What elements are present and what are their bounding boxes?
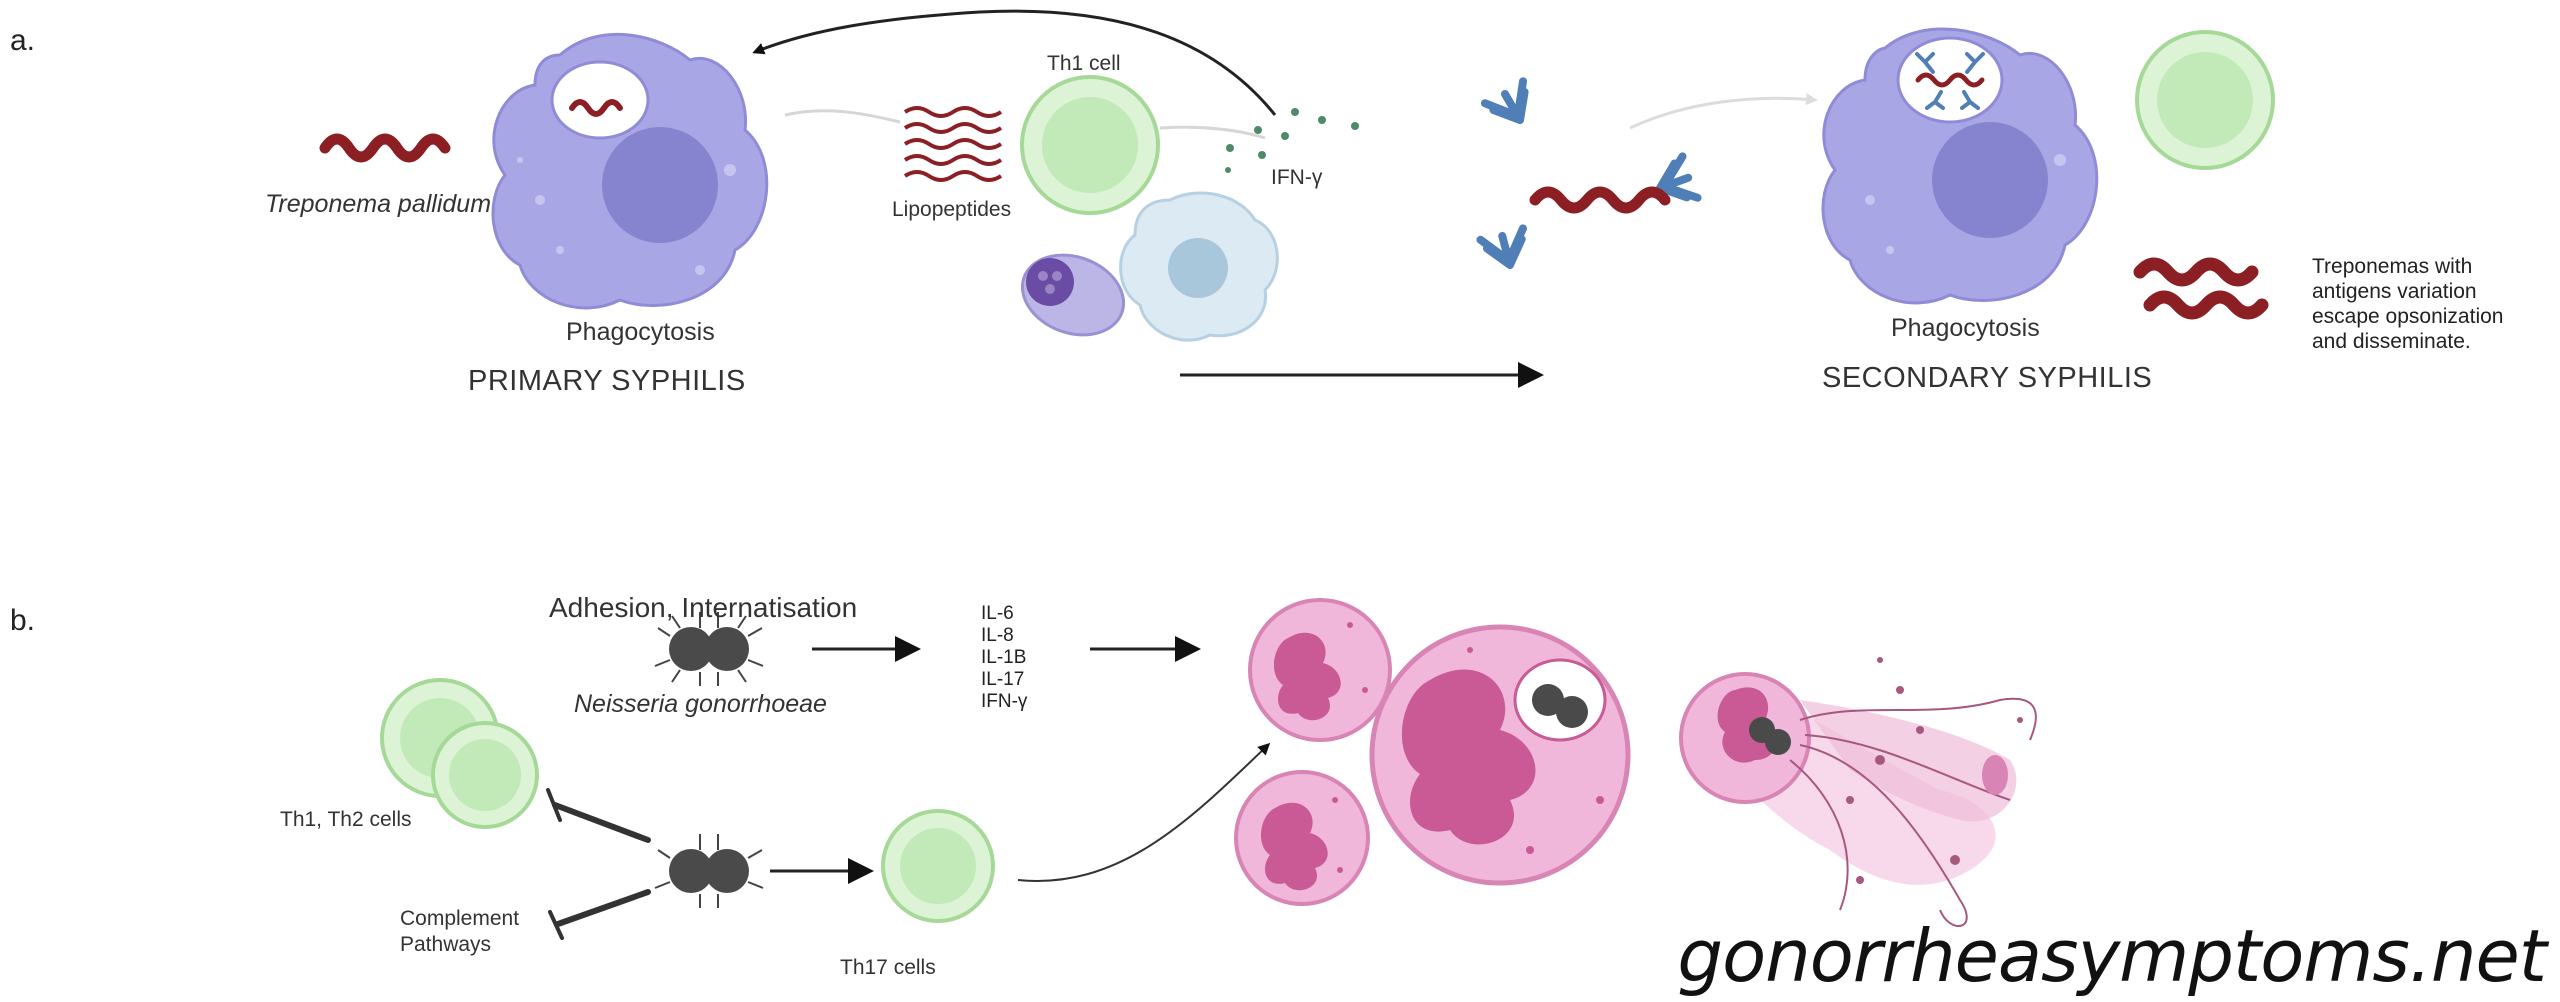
neutrophil-1 — [1248, 598, 1392, 742]
macrophage-secondary — [1821, 27, 2099, 305]
note-line: Treponemas with — [2312, 255, 2473, 278]
opsonized-treponema-icon — [1529, 186, 1671, 214]
escaping-treponemas-icon — [2133, 257, 2269, 320]
neutrophil-recruitment-arrow — [1017, 742, 1271, 882]
lipopeptide-release-line — [784, 109, 901, 124]
net-releasing-neutrophil — [1679, 657, 2037, 927]
ifn-gamma-dots — [1225, 108, 1359, 173]
antigen-variation-note: Treponemas with antigens variation escap… — [2312, 254, 2503, 354]
primary-syphilis-label: PRIMARY SYPHILIS — [468, 365, 746, 397]
neisseria-top-icon — [654, 612, 764, 686]
complement-line: Complement — [400, 907, 520, 930]
ifn-release-line — [1159, 125, 1266, 140]
lipopeptides-icon — [903, 106, 1003, 182]
panel-b-label: b. — [10, 604, 36, 637]
complement-line: Pathways — [400, 933, 492, 956]
plasma-cell — [1020, 253, 1126, 337]
treponema-pallidum-label: Treponema pallidum — [265, 190, 492, 218]
phagocytosis-secondary-label: Phagocytosis — [1891, 314, 2040, 342]
th17-cells-label: Th17 cells — [840, 956, 936, 979]
opsonization-arrow — [1629, 93, 1818, 130]
treponema-pallidum-icon — [319, 133, 451, 163]
note-line: antigens variation — [2312, 280, 2477, 303]
cytokine-item: IL-6 — [981, 603, 1014, 624]
complement-pathways-label: Complement Pathways — [400, 906, 519, 958]
th1-th2-cells-label: Th1, Th2 cells — [280, 808, 412, 831]
neisseria-gonorrhoeae-label: Neisseria gonorrhoeae — [574, 690, 827, 718]
th1-th2-cells — [380, 678, 539, 829]
neisseria-bottom-icon — [654, 834, 764, 908]
th1-cell-label: Th1 cell — [1047, 52, 1121, 75]
th17-cell — [881, 809, 995, 923]
cytokine-item: IFN-γ — [981, 691, 1028, 712]
ifn-feedback-arrow — [752, 9, 1277, 116]
phagocytosis-primary-label: Phagocytosis — [566, 318, 715, 346]
note-line: escape opsonization — [2312, 305, 2504, 328]
antibodies-icon — [1476, 77, 1702, 269]
cytokine-item: IL-8 — [981, 625, 1014, 646]
cytokine-item: IL-1B — [981, 647, 1027, 668]
t-cell-secondary — [2135, 30, 2275, 170]
neutrophil-phagocytosing — [1369, 624, 1631, 886]
cytokine-list: IL-6 IL-8 IL-1B IL-17 IFN-γ — [981, 603, 1027, 713]
watermark-text: gonorrheasymptoms.net — [1677, 914, 2547, 998]
ifn-gamma-label: IFN-γ — [1271, 166, 1323, 189]
note-line: and disseminate. — [2312, 330, 2471, 353]
inhibition-th-cells — [546, 788, 651, 843]
panel-a-label: a. — [10, 24, 36, 57]
secondary-syphilis-label: SECONDARY SYPHILIS — [1822, 362, 2153, 394]
lipopeptides-label: Lipopeptides — [892, 198, 1012, 221]
cytokine-item: IL-17 — [981, 669, 1025, 690]
inhibition-complement — [548, 889, 651, 940]
antigen-presenting-cell — [1119, 191, 1279, 342]
macrophage-primary — [491, 33, 769, 310]
th1-cell — [1020, 75, 1160, 215]
adhesion-internatisation-label: Adhesion, Internatisation — [549, 592, 858, 623]
neutrophil-2 — [1234, 770, 1370, 906]
